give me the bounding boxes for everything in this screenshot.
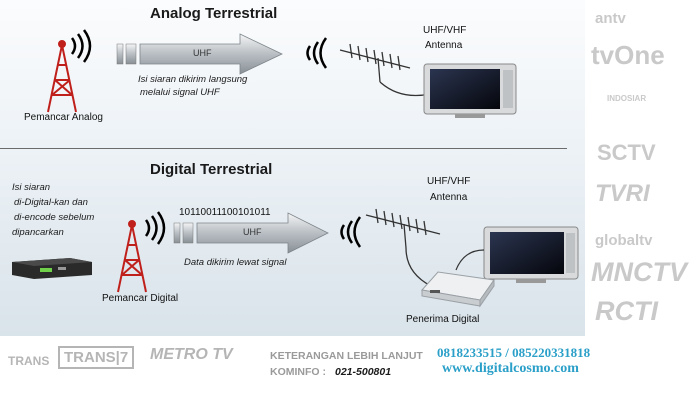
tvri-logo: TVRI: [595, 180, 650, 207]
digital-content-line1: Isi siaran: [12, 182, 51, 193]
channel-logos-column: antv tvOne INDOSIAR SCTV TVRI globaltv M…: [585, 0, 700, 336]
analog-tower-icon: [47, 40, 77, 113]
analog-signal-waves-icon: [70, 29, 92, 63]
digital-receiver-label: Penerima Digital: [406, 314, 480, 325]
tvone-logo: tvOne: [591, 40, 665, 70]
globaltv-logo: globaltv: [595, 232, 653, 249]
sctv-logo: SCTV: [597, 140, 656, 165]
analog-title: Analog Terrestrial: [150, 5, 278, 22]
analog-antenna-icon: [339, 43, 431, 97]
analog-antenna-label-line2: Antenna: [425, 40, 463, 51]
info-line2-label: KOMINFO :: [270, 366, 326, 378]
digital-content-line3: di-encode sebelum: [14, 212, 95, 223]
analog-caption-line2: melalui signal UHF: [140, 87, 220, 98]
analog-caption-line1: Isi siaran dikirim langsung: [138, 74, 248, 85]
digital-receive-waves-icon: [340, 216, 362, 248]
analog-tv-icon: [423, 63, 517, 118]
info-line2-value: 021-500801: [335, 366, 392, 378]
digital-transmitter-label: Pemancar Digital: [102, 293, 179, 304]
trans7-logo: TRANS|7: [58, 346, 135, 369]
mnctv-logo: MNCTV: [591, 257, 687, 287]
metrotv-logo: METRO TV: [150, 346, 233, 363]
analog-uhf-label: UHF: [193, 48, 212, 58]
digital-signal-waves-icon: [144, 211, 166, 245]
bottom-strip: TRANS TRANS|7 METRO TV KETERANGAN LEBIH …: [0, 336, 700, 411]
digital-antenna-label-line2: Antenna: [430, 192, 468, 203]
digital-caption: Data dikirim lewat signal: [184, 257, 287, 268]
info-line1: KETERANGAN LEBIH LANJUT: [270, 350, 423, 362]
contact-phones: 0818233515 / 085220331818: [437, 345, 591, 360]
diagram-graphics: [12, 29, 579, 308]
trans-logo: TRANS: [8, 354, 50, 368]
digital-title: Digital Terrestrial: [150, 161, 273, 178]
digital-content-line4: dipancarkan: [12, 227, 64, 238]
analog-transmitter-label: Pemancar Analog: [24, 112, 103, 123]
encoder-device-icon: [12, 258, 92, 279]
digital-tv-icon: [455, 226, 579, 283]
analog-uhf-arrow: [116, 33, 283, 75]
section-divider: [0, 148, 567, 149]
analog-antenna-label-line1: UHF/VHF: [423, 25, 467, 36]
digital-content-line2: di-Digital-kan dan: [14, 197, 88, 208]
website-link[interactable]: www.digitalcosmo.com: [442, 361, 579, 376]
indosiar-logo: INDOSIAR: [607, 94, 647, 103]
antv-logo: antv: [595, 10, 626, 27]
digital-uhf-label: UHF: [243, 227, 262, 237]
digital-tower-icon: [117, 220, 147, 293]
digital-antenna-label-line1: UHF/VHF: [427, 176, 471, 187]
digital-uhf-arrow: [173, 212, 329, 254]
set-top-box-icon: [421, 271, 495, 308]
binary-data-label: 10110011100101011: [179, 207, 271, 218]
digital-antenna-icon: [365, 208, 441, 287]
analog-receive-waves-icon: [306, 37, 328, 69]
rcti-logo: RCTI: [595, 296, 658, 326]
